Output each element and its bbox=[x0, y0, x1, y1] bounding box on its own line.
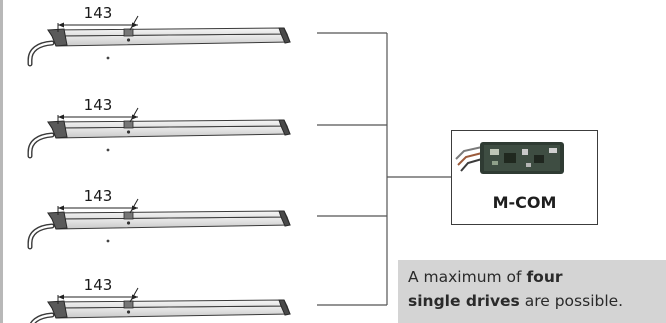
drive-end-cap bbox=[47, 300, 68, 319]
note-text-1: A maximum of bbox=[408, 268, 527, 286]
dimension-label: 143 bbox=[84, 276, 113, 294]
drive-bracket bbox=[123, 28, 134, 37]
note-bold-1: four bbox=[526, 268, 563, 286]
controller-module-image bbox=[455, 142, 564, 174]
drive-end-cap bbox=[47, 120, 68, 139]
wires-layer bbox=[317, 32, 451, 306]
controller-box: M-COM bbox=[451, 130, 598, 225]
drive-end-cap bbox=[278, 27, 291, 44]
left-margin-rule bbox=[0, 0, 3, 323]
drive-end-cap bbox=[47, 28, 68, 47]
drive-unit: 143 bbox=[27, 96, 291, 159]
drive-unit: 143 bbox=[29, 276, 291, 323]
drive-unit: 143 bbox=[27, 4, 291, 67]
drive-bracket bbox=[123, 211, 134, 220]
drive-end-cap bbox=[47, 211, 68, 230]
drive-bracket bbox=[123, 300, 134, 309]
note-bold-2: single drives bbox=[408, 292, 520, 310]
dimension-label: 143 bbox=[84, 96, 113, 114]
drive-end-cap bbox=[278, 210, 291, 227]
info-note: A maximum of four single drives are poss… bbox=[398, 260, 666, 323]
drive-end-cap bbox=[278, 119, 291, 136]
note-text-2: are possible. bbox=[519, 292, 624, 310]
drive-unit: 143 bbox=[27, 187, 291, 250]
drive-bracket bbox=[123, 120, 134, 129]
dimension-label: 143 bbox=[84, 4, 113, 22]
drives-layer: 143 143 143 143 bbox=[27, 4, 291, 323]
controller-label: M-COM bbox=[492, 193, 557, 212]
drive-end-cap bbox=[278, 299, 291, 316]
dimension-label: 143 bbox=[84, 187, 113, 205]
